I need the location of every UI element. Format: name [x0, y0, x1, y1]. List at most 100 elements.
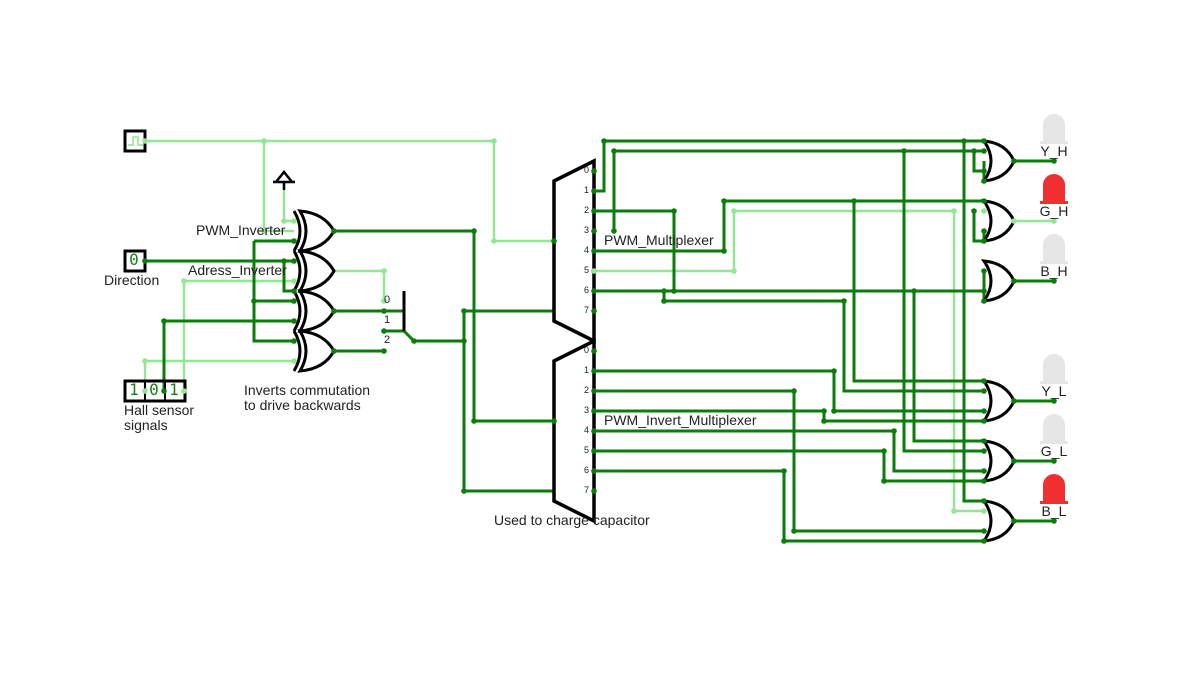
components — [123, 114, 1068, 543]
wire-active — [282, 261, 294, 293]
mux2-input-6: 6 — [584, 465, 590, 475]
wire-active — [252, 241, 294, 343]
mux1-input-7: 7 — [584, 305, 590, 315]
junction-dot — [791, 528, 797, 534]
junction-dot — [831, 408, 837, 414]
junction-dot — [591, 308, 597, 314]
junction-dot — [981, 508, 987, 514]
junction-dot — [981, 298, 987, 304]
mux1-input-1: 1 — [584, 185, 590, 195]
junction-dot — [291, 298, 297, 304]
junction-dot — [411, 338, 417, 344]
junction-dot — [981, 378, 987, 384]
mux2-input-5: 5 — [584, 445, 590, 455]
wire-inactive — [594, 209, 984, 513]
hall-bit-0[interactable]: 1 — [129, 380, 139, 399]
junction-dot — [791, 388, 797, 394]
junction-dot — [591, 428, 597, 434]
hall-bit-2[interactable]: 1 — [169, 380, 179, 399]
junction-dot — [291, 278, 297, 284]
junction-dot — [181, 388, 187, 394]
junction-dot — [381, 328, 387, 334]
junction-dot — [331, 228, 337, 234]
led-label-g-l: G_L — [1040, 443, 1068, 459]
junction-dot — [601, 138, 607, 144]
junction-dot — [591, 268, 597, 274]
junction-dot — [831, 368, 837, 374]
junction-dot — [611, 228, 617, 234]
power-icon — [273, 169, 295, 190]
mux2-input-0: 0 — [584, 345, 590, 355]
junction-dot — [961, 138, 967, 144]
junction-dot — [661, 298, 667, 304]
junction-dot — [591, 448, 597, 454]
junction-dot — [1051, 398, 1057, 404]
junction-dot — [281, 258, 287, 264]
wire-active — [662, 291, 984, 393]
junction-dot — [611, 148, 617, 154]
junction-dot — [671, 208, 677, 214]
junction-dot — [881, 478, 887, 484]
hall-bit-1[interactable]: 0 — [149, 380, 159, 399]
wire-active — [594, 409, 984, 423]
junction-dot — [981, 478, 987, 484]
charge-capacitor-label: Used to charge capacitor — [494, 512, 650, 528]
led-label-b-l: B_L — [1041, 503, 1067, 519]
or-gate-b_l — [980, 499, 1016, 543]
junction-dot — [981, 498, 987, 504]
junction-dot — [781, 468, 787, 474]
junction-dot — [591, 388, 597, 394]
junction-dot — [381, 308, 387, 314]
junction-dot — [721, 248, 727, 254]
led-label-y-l: Y_L — [1041, 383, 1067, 399]
junction-dot — [591, 488, 597, 494]
wire-active — [852, 201, 984, 383]
junction-dot — [591, 248, 597, 254]
led-label-g-h: G_H — [1039, 203, 1069, 219]
led-label-b-h: B_H — [1040, 263, 1068, 279]
led-g_l — [1040, 414, 1068, 444]
junction-dot — [591, 288, 597, 294]
junction-dot — [291, 338, 297, 344]
pwm-invert-multiplexer-label: PWM_Invert_Multiplexer — [604, 412, 757, 428]
junction-dot — [551, 238, 557, 244]
xor-gate-address-2 — [292, 329, 336, 373]
junction-dot — [981, 148, 987, 154]
wire-active — [594, 389, 984, 533]
junction-dot — [261, 228, 267, 234]
pwm-multiplexer-label: PWM_Multiplexer — [604, 232, 714, 248]
wire-active — [962, 141, 984, 503]
junction-dot — [331, 348, 337, 354]
splitter-bit-1: 1 — [384, 314, 391, 326]
junction-dot — [461, 488, 467, 494]
inactive-wires — [143, 139, 1054, 513]
junction-dot — [981, 198, 987, 204]
wire-inactive — [262, 141, 294, 233]
wire-inactive — [145, 139, 554, 243]
direction-label: Direction — [104, 272, 160, 288]
junction-dot — [981, 268, 987, 274]
direction-value[interactable]: 0 — [129, 250, 139, 269]
wire-active — [594, 429, 984, 473]
junction-dot — [291, 218, 297, 224]
active-wires — [145, 139, 1054, 543]
junction-dot — [1011, 218, 1017, 224]
hall-sensor-label: Hall sensor — [124, 402, 195, 418]
junction-dot — [591, 168, 597, 174]
mux2-input-1: 1 — [584, 365, 590, 375]
junction-dot — [981, 388, 987, 394]
junction-dot — [981, 448, 987, 454]
led-b_l — [1040, 474, 1068, 504]
xor-gate-pwm-inverter — [292, 209, 336, 253]
junction-dot — [142, 258, 148, 264]
junction-dot — [291, 258, 297, 264]
drive-backwards-label: to drive backwards — [244, 397, 361, 413]
junction-dot — [1051, 158, 1057, 164]
junction-dot — [251, 298, 257, 304]
mux2-input-3: 3 — [584, 405, 590, 415]
mux1-input-5: 5 — [584, 265, 590, 275]
splitter-bit-0: 0 — [384, 294, 391, 306]
junction-dot — [491, 238, 497, 244]
wire-active — [972, 211, 984, 243]
junction-dot — [1051, 218, 1057, 224]
